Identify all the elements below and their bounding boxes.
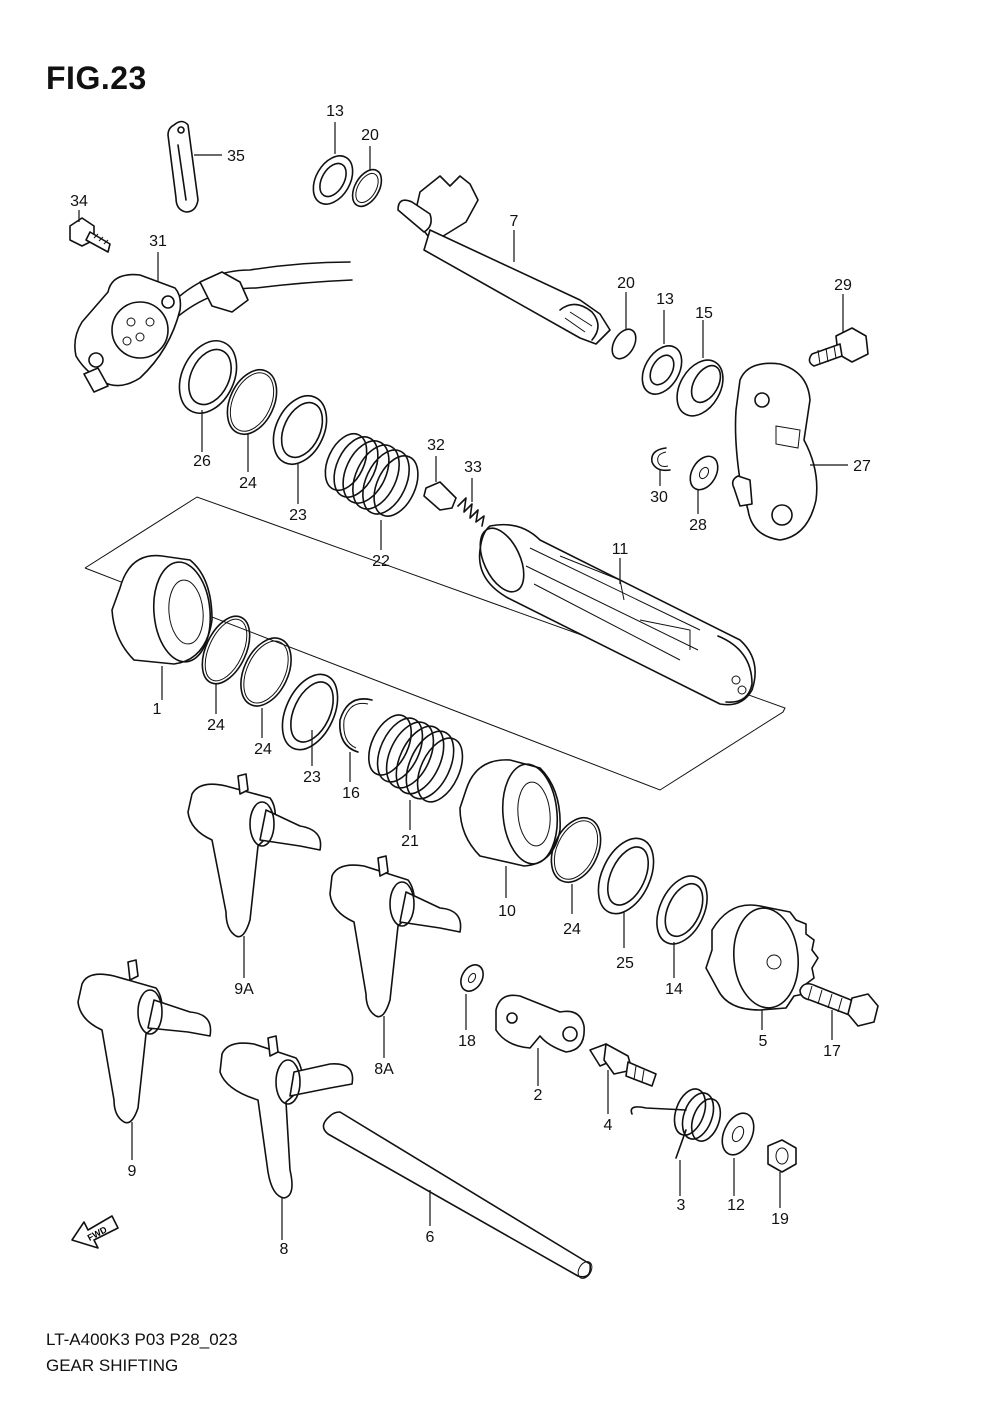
part-28-washer — [689, 455, 719, 514]
label-26: 26 — [193, 453, 211, 470]
label-23-upper: 23 — [289, 507, 307, 524]
label-29: 29 — [834, 277, 852, 294]
part-9-shift-fork — [77, 959, 212, 1160]
model-code: LT-A400K3 P03 P28_023 — [46, 1330, 238, 1349]
part-16-circlip — [339, 698, 373, 782]
part-24-circlip-mid-a — [201, 615, 251, 714]
part-17-bolt — [799, 982, 879, 1040]
label-6: 6 — [426, 1229, 435, 1246]
label-31: 31 — [149, 233, 167, 250]
forward-direction-arrow: FWD — [71, 1215, 119, 1249]
label-15: 15 — [695, 305, 713, 322]
part-9a-shift-fork — [187, 773, 322, 978]
label-19: 19 — [771, 1211, 789, 1228]
label-9a: 9A — [234, 981, 254, 998]
label-24-lower: 24 — [563, 921, 581, 938]
part-33-spring — [457, 478, 485, 527]
label-18: 18 — [458, 1033, 476, 1050]
label-30: 30 — [650, 489, 668, 506]
part-14-washer — [656, 875, 708, 978]
part-34-bolt — [69, 210, 111, 253]
label-28: 28 — [689, 517, 707, 534]
label-11: 11 — [612, 541, 629, 558]
part-32-pin — [423, 456, 457, 511]
label-32: 32 — [427, 437, 445, 454]
label-21: 21 — [401, 833, 419, 850]
part-21-spring — [368, 714, 464, 830]
part-23-washer — [272, 395, 328, 504]
part-24-circlip-lower — [550, 817, 602, 914]
label-4: 4 — [604, 1117, 613, 1134]
label-8: 8 — [280, 1241, 289, 1258]
part-3-return-spring — [630, 1088, 722, 1196]
part-8a-shift-fork — [329, 855, 462, 1058]
part-8-shift-fork — [219, 1035, 354, 1240]
part-7-gearshift-shaft — [397, 175, 611, 345]
label-24-mid-b: 24 — [254, 741, 272, 758]
part-4-pin — [589, 1043, 657, 1114]
label-5: 5 — [759, 1033, 768, 1050]
label-8a: 8A — [374, 1061, 394, 1078]
part-number-labels: 1 2 3 4 5 6 7 8 8A 9 9A 10 11 12 13 13 1… — [70, 103, 871, 1258]
label-3: 3 — [677, 1197, 686, 1214]
label-13-right: 13 — [656, 291, 674, 308]
part-6-fork-shaft — [322, 1111, 593, 1279]
label-27: 27 — [853, 458, 871, 475]
part-31-gear-position-switch — [74, 252, 353, 393]
label-20-top: 20 — [361, 127, 379, 144]
part-30-e-clip — [650, 447, 671, 486]
part-11-gearshift-cam — [478, 523, 756, 706]
part-22-spring — [324, 432, 419, 550]
label-16: 16 — [342, 785, 360, 802]
label-24-mid-a: 24 — [207, 717, 225, 734]
part-13-washer — [312, 122, 354, 205]
part-1-cam-guide — [111, 554, 213, 700]
label-7: 7 — [510, 213, 519, 230]
label-33: 33 — [464, 459, 482, 476]
subassembly-boundary — [84, 496, 786, 791]
figure-title: FIG.23 — [46, 60, 147, 96]
part-24-circlip-mid-b — [240, 637, 292, 738]
label-13-top: 13 — [326, 103, 344, 120]
part-24-circlip — [226, 369, 278, 472]
part-25-washer — [597, 837, 655, 948]
label-23-lower: 23 — [303, 769, 321, 786]
label-10: 10 — [498, 903, 516, 920]
part-5-shift-cam-stopper — [705, 904, 819, 1030]
label-9: 9 — [128, 1163, 137, 1180]
label-2: 2 — [534, 1087, 543, 1104]
part-19-nut — [767, 1139, 797, 1208]
label-20-right: 20 — [617, 275, 635, 292]
part-29-bolt — [808, 294, 869, 367]
label-24-upper: 24 — [239, 475, 257, 492]
part-27-stopper-arm — [731, 362, 848, 541]
part-35-clip — [167, 120, 222, 213]
part-20-circlip-right — [611, 292, 637, 360]
part-2-shift-plate — [495, 994, 585, 1086]
label-22: 22 — [372, 553, 390, 570]
part-15-oil-seal — [676, 320, 724, 417]
label-14: 14 — [665, 981, 683, 998]
label-17: 17 — [823, 1043, 841, 1060]
label-25: 25 — [616, 955, 634, 972]
part-18-washer — [460, 964, 484, 1030]
label-12: 12 — [727, 1197, 745, 1214]
part-26-washer — [178, 340, 238, 452]
section-name: GEAR SHIFTING — [46, 1356, 179, 1375]
label-1: 1 — [153, 701, 162, 718]
part-13-washer-right — [641, 310, 683, 395]
label-34: 34 — [70, 193, 88, 210]
part-10-cam-driven-gear — [459, 759, 561, 898]
part-20-circlip — [351, 146, 383, 208]
part-23-washer-mid — [281, 673, 339, 766]
label-35: 35 — [227, 148, 245, 165]
part-12-washer — [721, 1112, 755, 1196]
